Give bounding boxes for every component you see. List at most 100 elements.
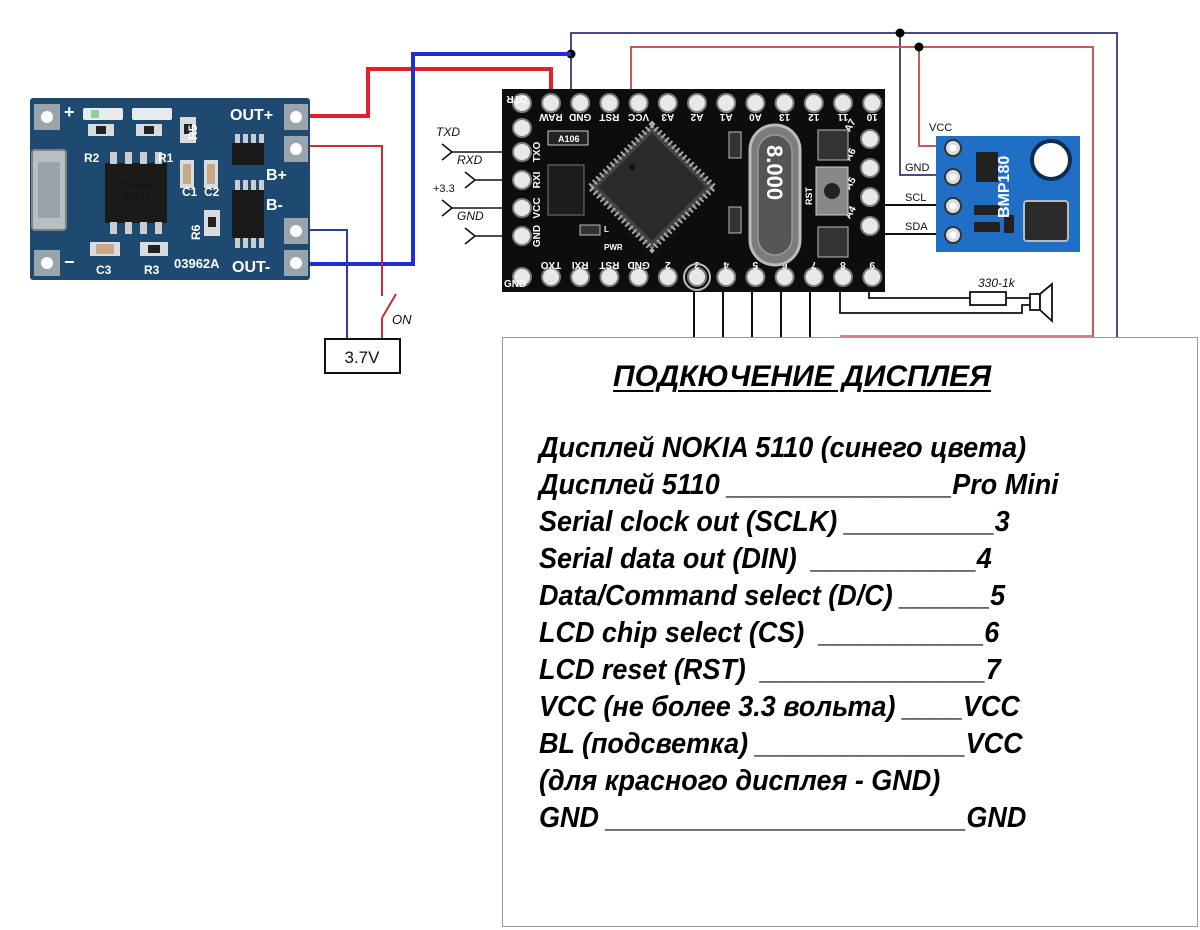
pin-label-bottom: 8 <box>840 259 846 270</box>
pin-top-a0 <box>745 93 766 113</box>
pin-label-bottom: GND <box>627 259 649 270</box>
wire-b-plus <box>300 145 383 296</box>
switch-lever-icon[interactable] <box>381 293 397 319</box>
atmega-chip <box>585 120 719 254</box>
display-box-title: ПОДКЮЧЕНИЕ ДИСПЛЕЯ <box>613 360 992 393</box>
pin-label-top: 10 <box>866 111 878 122</box>
pin-bottom-rst <box>599 267 620 287</box>
tp4056-chip <box>105 163 167 223</box>
speaker-icon <box>1029 282 1053 324</box>
pin-label-bottom: 7 <box>811 259 817 270</box>
pin-label-bottom: 9 <box>869 259 875 270</box>
chip-code: 485K12 <box>122 193 150 202</box>
junction-dot <box>895 28 905 38</box>
comp-label: C1 <box>182 185 198 199</box>
pin-left-rxi <box>512 170 532 190</box>
pin-label-top: 13 <box>779 111 791 122</box>
wire-speaker-b <box>839 292 1030 314</box>
pwr-label: PWR <box>604 243 623 252</box>
l-label: L <box>604 225 609 234</box>
display-line: Serial data out (DIN) ___________4 <box>539 543 992 575</box>
pin-bottom-2 <box>657 267 678 287</box>
mount-pads <box>34 104 60 276</box>
battery-box <box>324 338 401 374</box>
pin-bottom-9 <box>862 267 883 287</box>
comp-label: R5 <box>186 124 200 140</box>
pin-bottom-txo <box>541 267 561 287</box>
pin-bottom-8 <box>833 267 853 287</box>
serial-label-txd: TXD <box>436 125 460 139</box>
bmp-pin-scl: SCL <box>905 192 926 204</box>
pin-bottom-5 <box>745 267 766 287</box>
pin-label-left: TXO <box>532 142 543 163</box>
bmp180-sensor <box>1023 200 1069 242</box>
bmp-pin-sda: SDA <box>905 221 928 233</box>
serial-header: TXD RXD +3.3 GND <box>433 125 484 223</box>
display-line: (для красного дисплея - GND) <box>539 765 941 797</box>
pin-right-a5 <box>860 187 880 207</box>
display-line: LCD chip select (CS) ___________6 <box>539 617 1000 649</box>
charger-module: TP4056 485K12 + − OUT+ B+ B- OUT- 039 <box>30 98 310 280</box>
bmp180-module: BMP180 VCC GND SCL SDA <box>905 122 1080 252</box>
comp-label: C3 <box>96 263 112 277</box>
resistor-icon <box>969 291 1007 306</box>
switch-label: ON <box>392 312 412 327</box>
pad-label-out-minus: OUT- <box>232 259 270 276</box>
pin-top-a1 <box>716 93 737 113</box>
pin-bottom-gnd <box>628 267 649 287</box>
junction-dot <box>914 42 924 52</box>
dtr-label: DTR <box>506 93 527 104</box>
wire-b-minus <box>300 229 348 340</box>
power-switch[interactable]: ON <box>381 293 412 327</box>
rst-button-label: RST <box>804 186 814 205</box>
pin-label-left: RXI <box>532 171 543 188</box>
protection-ic <box>232 143 264 165</box>
bmp180-name: BMP180 <box>996 156 1013 218</box>
reset-button-knob[interactable] <box>824 183 840 199</box>
display-connection-box: ПОДКЮЧЕНИЕ ДИСПЛЕЯ Дисплей NOKIA 5110 (с… <box>502 337 1198 927</box>
pin-label-top: RST <box>599 111 619 122</box>
display-line: Дисплей NOKIA 5110 (синего цвета) <box>539 432 1027 464</box>
pin-top-10 <box>862 93 883 113</box>
wire-speaker-a <box>868 292 970 299</box>
regulator-chip <box>547 130 589 146</box>
pin-left-txo <box>512 142 532 162</box>
pin-label-bottom: TXO <box>541 259 562 270</box>
pin-label-top: 12 <box>808 111 820 122</box>
comp-label: R2 <box>84 151 100 165</box>
pin-gnd-corner <box>512 267 532 287</box>
pin-label-top: A3 <box>661 111 674 122</box>
battery: 3.7V <box>324 338 401 374</box>
comp-label: R1 <box>158 151 174 165</box>
pin-bottom-rxi <box>570 267 591 287</box>
pin-right-a4 <box>860 216 880 236</box>
battery-label: 3.7V <box>345 348 381 367</box>
pin-right-a6 <box>860 158 880 178</box>
pin-top-13 <box>774 93 795 113</box>
wire-out-minus-gnd <box>300 52 571 266</box>
pin-left-vcc <box>512 198 532 218</box>
pin-right-a7 <box>860 129 880 149</box>
gnd-corner-label: GND <box>504 279 526 290</box>
display-line: Дисплей 5110 _______________Pro Mini <box>539 469 1059 501</box>
pin-dtr <box>512 93 532 113</box>
bmp180-hole <box>1030 139 1072 181</box>
pin-top-raw <box>541 93 561 113</box>
pin-top-a2 <box>687 93 707 113</box>
mosfet-ic <box>232 190 264 238</box>
pin-label-top: A0 <box>749 111 762 122</box>
pin-left-gnd <box>512 226 532 246</box>
pin-label-bottom: RXI <box>572 259 589 270</box>
bmp-pin-vcc: VCC <box>929 122 952 134</box>
pin-bottom-6 <box>774 267 795 287</box>
comp-label: R3 <box>144 263 160 277</box>
bmp-pin-gnd: GND <box>905 162 930 174</box>
pin-top-11 <box>833 93 853 113</box>
pin-label-bottom: 5 <box>752 259 758 270</box>
charger-output-pads <box>284 104 308 276</box>
wire-bmp-gnd <box>899 33 950 176</box>
pin-top-vcc <box>628 93 649 113</box>
pin-3-ring <box>683 263 711 291</box>
